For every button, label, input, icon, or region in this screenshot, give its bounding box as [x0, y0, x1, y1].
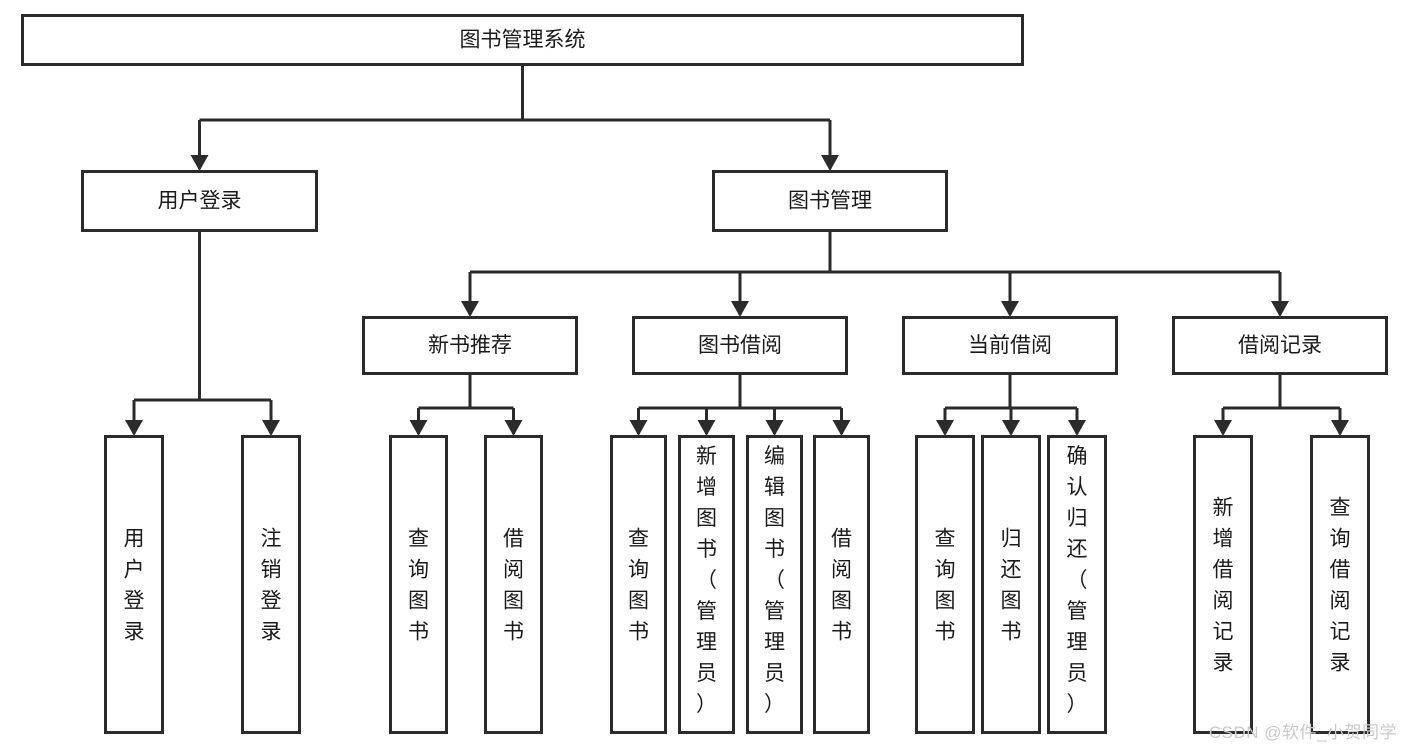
books-to-level3-arrow-3: [1271, 301, 1289, 317]
node-label: 用户登录: [158, 190, 242, 213]
node-box: [678, 435, 735, 734]
node-layer: 图书管理系统用户登录图书管理新书推荐图书借阅当前借阅借阅记录用户登录注销登录查询…: [21, 14, 1388, 734]
node-level3-1[interactable]: 图书借阅: [632, 316, 848, 375]
node-box: [241, 435, 301, 734]
books-to-level3-arrow-2: [1001, 301, 1019, 317]
node-label: 图书借阅: [698, 334, 782, 357]
node-label: 图书管理: [788, 190, 872, 213]
node-box: [1047, 435, 1107, 734]
node-leaf-11[interactable]: 新增借阅记录: [1193, 435, 1253, 734]
node-box: [610, 435, 667, 734]
node-box: [915, 435, 975, 734]
node-box: [81, 170, 318, 232]
node-box: [813, 435, 870, 734]
node-label: 新书推荐: [428, 334, 512, 357]
node-leaf-10[interactable]: 确认归还（管理员）: [1047, 435, 1107, 734]
leaf-group-1-arrow-1: [504, 420, 523, 436]
leaf-group-3-arrow-1: [1002, 420, 1020, 436]
node-label: 借阅记录: [1238, 334, 1322, 357]
node-label: 借阅图书: [831, 528, 852, 644]
connector-layer: [125, 66, 1349, 436]
node-leaf-2[interactable]: 查询图书: [389, 435, 448, 734]
node-box: [902, 316, 1118, 375]
leaf-group-3-arrow-2: [1068, 420, 1086, 436]
node-level2-0[interactable]: 用户登录: [81, 170, 318, 232]
node-box: [484, 435, 543, 734]
node-label: 用户登录: [124, 528, 145, 644]
node-label: 查询图书: [408, 528, 429, 644]
node-box: [632, 316, 848, 375]
node-box: [712, 170, 948, 232]
leaf-group-3-arrow-0: [936, 420, 954, 436]
node-label: 当前借阅: [968, 334, 1052, 357]
node-leaf-12[interactable]: 查询借阅记录: [1310, 435, 1370, 734]
node-leaf-4[interactable]: 查询图书: [610, 435, 667, 734]
node-root-0[interactable]: 图书管理系统: [21, 14, 1024, 66]
node-label: 归还图书: [1001, 528, 1022, 644]
node-leaf-8[interactable]: 查询图书: [915, 435, 975, 734]
node-label: 编辑图书（管理员）: [764, 445, 785, 716]
node-box: [1172, 316, 1388, 375]
node-leaf-5[interactable]: 新增图书（管理员）: [678, 435, 735, 734]
leaf-group-2-arrow-2: [765, 420, 784, 436]
node-label: 查询借阅记录: [1330, 497, 1351, 675]
node-label: 借阅图书: [503, 528, 524, 644]
root-to-level2-arrow-0: [190, 155, 209, 171]
node-label: 新增借阅记录: [1213, 497, 1234, 675]
node-box: [746, 435, 803, 734]
node-leaf-7[interactable]: 借阅图书: [813, 435, 870, 734]
node-box: [104, 435, 164, 734]
node-leaf-3[interactable]: 借阅图书: [484, 435, 543, 734]
leaf-group-1-arrow-0: [409, 420, 428, 436]
leaf-group-4-arrow-0: [1214, 420, 1232, 436]
node-box: [981, 435, 1041, 734]
node-label: 确认归还（管理员）: [1067, 445, 1088, 716]
leaf-group-0-arrow-1: [262, 420, 280, 436]
leaf-group-2-arrow-3: [832, 420, 851, 436]
node-leaf-0[interactable]: 用户登录: [104, 435, 164, 734]
node-level2-1[interactable]: 图书管理: [712, 170, 948, 232]
leaf-group-0-arrow-0: [125, 420, 143, 436]
leaf-group-2-arrow-1: [697, 420, 716, 436]
node-label: 注销登录: [261, 528, 282, 644]
root-to-level2-arrow-1: [821, 155, 839, 171]
node-label: 查询图书: [935, 528, 956, 644]
node-label: 查询图书: [628, 528, 649, 644]
node-level3-3[interactable]: 借阅记录: [1172, 316, 1388, 375]
node-level3-2[interactable]: 当前借阅: [902, 316, 1118, 375]
node-leaf-6[interactable]: 编辑图书（管理员）: [746, 435, 803, 734]
node-box: [1193, 435, 1253, 734]
node-box: [362, 316, 578, 375]
node-level3-0[interactable]: 新书推荐: [362, 316, 578, 375]
books-to-level3-arrow-1: [731, 301, 749, 317]
node-box: [389, 435, 448, 734]
node-leaf-1[interactable]: 注销登录: [241, 435, 301, 734]
node-label: 新增图书（管理员）: [696, 445, 717, 716]
node-label: 图书管理系统: [460, 29, 586, 52]
node-leaf-9[interactable]: 归还图书: [981, 435, 1041, 734]
leaf-group-2-arrow-0: [629, 420, 648, 436]
books-to-level3-arrow-0: [461, 301, 479, 317]
leaf-group-4-arrow-1: [1331, 420, 1349, 436]
node-box: [21, 14, 1024, 66]
node-box: [1310, 435, 1370, 734]
